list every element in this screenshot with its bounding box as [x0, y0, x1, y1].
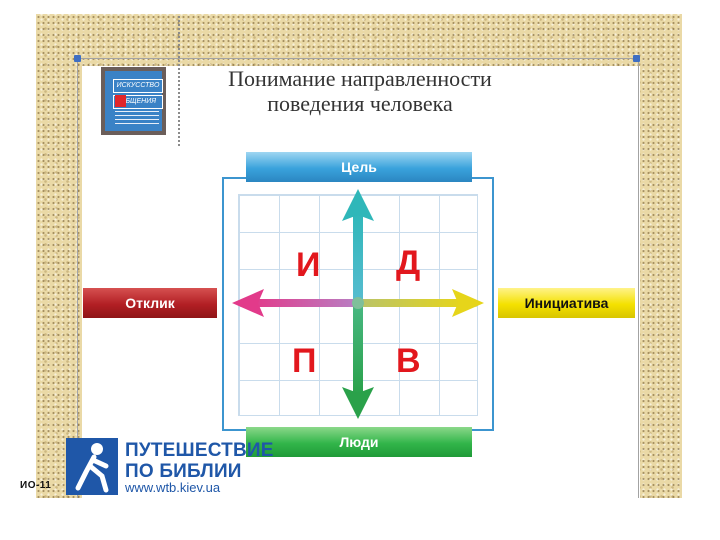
slide-frame [77, 58, 639, 498]
quadrant-bottom-right: В [396, 342, 421, 380]
response-label-bar: Отклик [83, 288, 217, 318]
quadrant-bottom-left: П [292, 342, 317, 380]
walking-figure-icon [66, 438, 118, 495]
arrow-down-people [342, 303, 374, 419]
arrow-left-response [232, 289, 358, 317]
initiative-label-bar: Инициатива [498, 288, 635, 318]
logo-word-2: ОБЩЕНИЯ [113, 95, 163, 109]
page-title: Понимание направленности поведения челов… [190, 66, 530, 116]
website-link[interactable]: www.wtb.kiev.ua [125, 480, 221, 495]
logo-red-mark [115, 95, 126, 107]
quadrant-top-right: Д [396, 244, 421, 282]
people-label-bar: Люди [246, 427, 472, 457]
slide-code: ИО-11 [20, 480, 52, 491]
slide-frame-top [77, 58, 639, 59]
corner-pin-icon [74, 55, 81, 62]
arrow-right-initiative [358, 289, 484, 317]
title-line-2: поведения человека [267, 91, 453, 116]
arrows-center [352, 297, 364, 309]
dotted-divider [178, 16, 180, 146]
direction-arrows [232, 189, 484, 419]
book-cover-logo: ИСКУССТВО ОБЩЕНИЯ [101, 67, 166, 135]
corner-pin-icon [633, 55, 640, 62]
logo-word-1: ИСКУССТВО [113, 79, 163, 93]
arrow-up-goal [342, 189, 374, 303]
logo-text-lines [115, 111, 159, 127]
goal-label-bar: Цель [246, 152, 472, 182]
org-name-line-2: ПО БИБЛИИ [125, 461, 242, 482]
org-name-line-1: ПУТЕШЕСТВИЕ [125, 440, 274, 461]
quadrant-top-left: И [296, 246, 321, 284]
title-line-1: Понимание направленности [228, 66, 492, 91]
